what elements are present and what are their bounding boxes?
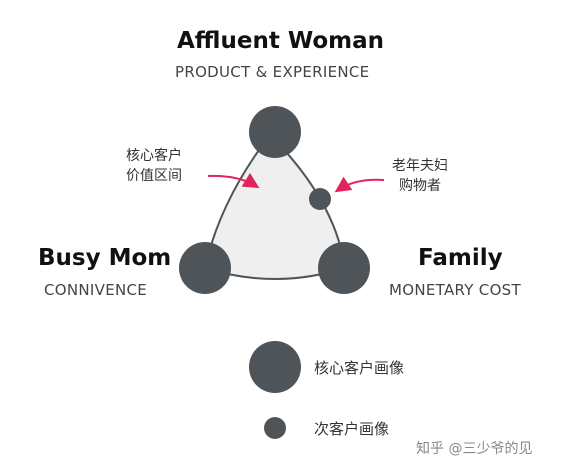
elderly-couple-note-line1: 老年夫妇 xyxy=(392,158,448,174)
core-value-note: 核心客户 价值区间 xyxy=(126,146,182,186)
arrow-core-value xyxy=(207,172,260,189)
legend-major-icon xyxy=(249,341,301,393)
node-affluent-woman xyxy=(249,106,301,158)
legend-minor-label: 次客户画像 xyxy=(314,420,390,438)
elderly-couple-note: 老年夫妇 购物者 xyxy=(392,156,448,196)
legend-major-label: 核心客户画像 xyxy=(314,359,405,377)
core-value-note-line1: 核心客户 xyxy=(126,148,182,164)
top-title: Affluent Woman xyxy=(177,28,385,54)
right-subtitle: MONETARY COST xyxy=(389,281,521,299)
watermark: 知乎 @三少爷的见 xyxy=(416,441,533,457)
left-title: Busy Mom xyxy=(38,245,172,271)
left-subtitle: CONNIVENCE xyxy=(44,281,148,299)
node-busy-mom xyxy=(179,242,231,294)
core-value-note-line2: 价值区间 xyxy=(126,168,182,184)
arrow-elderly-couple xyxy=(334,176,385,193)
elderly-couple-note-line2: 购物者 xyxy=(399,178,441,194)
node-family xyxy=(318,242,370,294)
top-subtitle: PRODUCT & EXPERIENCE xyxy=(175,63,370,81)
node-elderly-couple xyxy=(309,188,331,210)
right-title: Family xyxy=(418,245,503,271)
legend-minor-icon xyxy=(264,417,286,439)
